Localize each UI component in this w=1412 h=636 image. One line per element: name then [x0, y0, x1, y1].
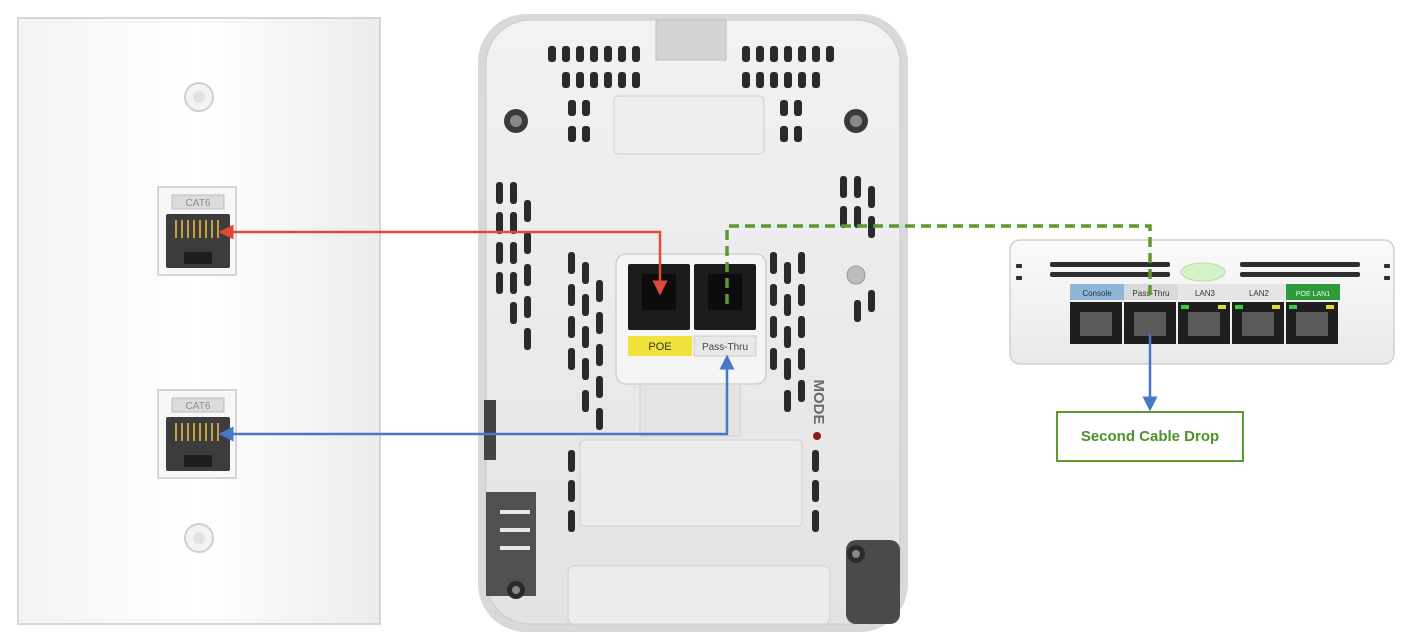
passthru-connection-line: [218, 354, 735, 442]
ap-vents-top-right: [742, 46, 834, 142]
wall-plate: CAT6 CAT6: [17, 17, 381, 625]
ap-port-passthru[interactable]: Pass-Thru: [693, 264, 757, 357]
ap-screw-top-right: [844, 109, 868, 133]
switch-port-console[interactable]: [1070, 302, 1122, 344]
ap-mode-label: MODE: [810, 380, 827, 425]
ap-screw-bottom-left: [507, 581, 525, 599]
plate-screw-bottom: [184, 523, 214, 553]
second-cable-drop-text: Second Cable Drop: [1080, 428, 1220, 445]
wall-jack-bottom-label: CAT6: [186, 401, 211, 412]
cable-drop-dashed-line: [725, 224, 1152, 304]
ap-reset-button[interactable]: [846, 265, 866, 285]
ap-screw-top-left: [504, 109, 528, 133]
second-cable-drop-callout: Second Cable Drop: [1056, 411, 1244, 462]
ap-port-poe-label: POE: [648, 341, 671, 353]
ap-vents-right: [770, 176, 875, 532]
ap-mode-led: [813, 432, 821, 440]
switch-port-console-label: Console: [1082, 289, 1112, 298]
switch-port-lan3[interactable]: [1178, 302, 1230, 344]
ap-screw-bottom-right: [847, 545, 865, 563]
wall-jack-top-label: CAT6: [186, 198, 211, 209]
switch-port-labels: Console Pass-Thru LAN3 LAN2 POE LAN1: [1070, 284, 1340, 300]
switch-port-lan3-label: LAN3: [1195, 289, 1216, 298]
switch-port-lan2-label: LAN2: [1249, 289, 1270, 298]
switch-port-poe-lan1-label: POE LAN1: [1296, 291, 1330, 298]
ap-port-passthru-label: Pass-Thru: [702, 342, 748, 353]
ap-vents-top-left: [548, 46, 640, 142]
access-point: MODE POE Pass-Thru: [478, 14, 908, 632]
switch-port-lan2[interactable]: [1232, 302, 1284, 344]
ap-port-poe-tag: [628, 336, 692, 356]
wall-jack-top[interactable]: CAT6: [157, 186, 237, 276]
switch-status-led: [1180, 262, 1226, 282]
plate-screw-top: [184, 82, 214, 112]
poe-connection-line: [218, 224, 668, 296]
switch-port-poe-lan1[interactable]: [1286, 302, 1338, 344]
wall-switch: Console Pass-Thru LAN3 LAN2 POE LAN1: [1009, 239, 1395, 365]
switch-vents: [1016, 262, 1390, 280]
wall-jack-bottom[interactable]: CAT6: [157, 389, 237, 479]
